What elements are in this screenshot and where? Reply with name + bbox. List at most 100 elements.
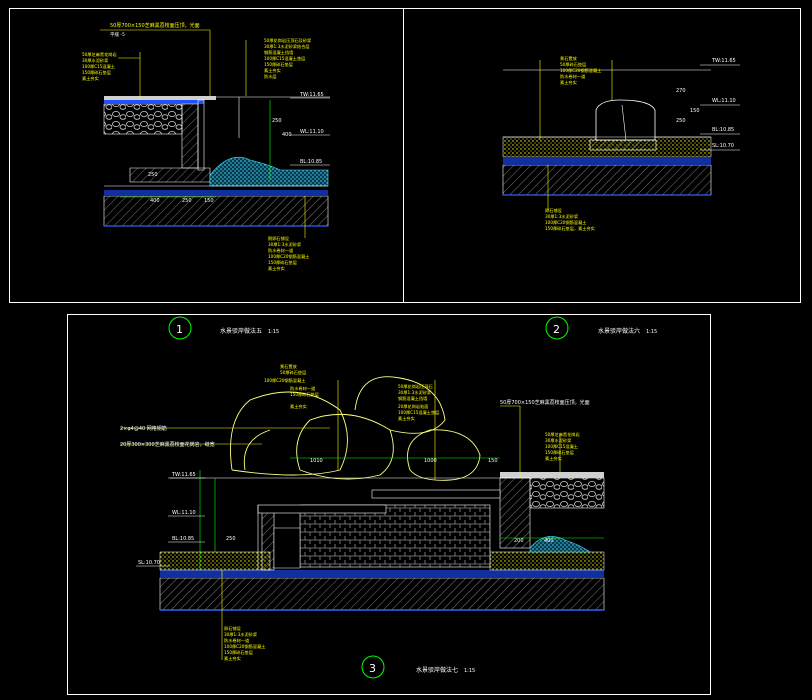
d1-dim-150: 150	[204, 198, 214, 204]
svg-text:景石置放: 景石置放	[560, 55, 578, 62]
section-drawing-1: 50厚花岗岩压顶石及砂浆 30厚1:3水泥砂浆结合层 钢筋混凝土挡墙 100厚C…	[82, 22, 330, 272]
svg-text:30厚1:3水泥砂浆: 30厚1:3水泥砂浆	[224, 631, 258, 638]
svg-text:150厚碎石垫层: 150厚碎石垫层	[264, 61, 293, 68]
svg-text:100厚C20钢筋混凝土: 100厚C20钢筋混凝土	[224, 643, 265, 650]
d1-small-note: 平缝 -5	[110, 31, 125, 38]
drawing-3-title: 水景驳岸做法七	[416, 666, 458, 674]
svg-text:50厚花岗岩压顶石及砂浆: 50厚花岗岩压顶石及砂浆	[264, 37, 312, 44]
drawing-1-title-block: 1 水景驳岸做法五 1:15	[168, 316, 279, 340]
d3-dim-400: 400	[544, 538, 554, 544]
svg-text:30厚水泥砂浆: 30厚水泥砂浆	[82, 57, 109, 64]
d3-tw-label: TW:11.65	[171, 472, 196, 478]
svg-text:素土夯实: 素土夯实	[560, 79, 577, 86]
drawing-1-number: 1	[176, 323, 183, 336]
svg-text:30厚1:3水泥砂浆: 30厚1:3水泥砂浆	[398, 389, 432, 396]
svg-text:100厚C20钢筋混凝土: 100厚C20钢筋混凝土	[268, 253, 309, 260]
svg-text:防水卷材一道: 防水卷材一道	[290, 385, 316, 392]
svg-text:50厚芝麻黑花岗岩: 50厚芝麻黑花岗岩	[545, 431, 580, 438]
drawing-3-title-block: 3 水景驳岸做法七 1:15	[361, 655, 475, 679]
drawing-3-scale: 1:15	[464, 668, 475, 674]
svg-text:30厚水泥砂浆: 30厚水泥砂浆	[545, 437, 572, 444]
svg-text:150厚碎石垫层: 150厚碎石垫层	[545, 449, 574, 456]
svg-text:100厚C15混凝土: 100厚C15混凝土	[545, 443, 578, 450]
d3-bl-label: BL:10.85	[172, 536, 194, 542]
svg-text:鹅卵石铺设: 鹅卵石铺设	[268, 235, 290, 242]
d2-dim-150: 150	[690, 108, 700, 114]
drawing-2-number: 2	[553, 323, 560, 336]
d2-dim-270: 270	[676, 88, 686, 94]
svg-text:150厚碎石垫层: 150厚碎石垫层	[82, 69, 111, 76]
d3-note-a: 2×φ4@40 网格钢筋	[120, 425, 167, 432]
d2-wl-label: WL:11.10	[712, 98, 736, 104]
drawing-1-title: 水景驳岸做法五	[220, 327, 262, 335]
svg-text:素土夯实: 素土夯实	[268, 265, 285, 272]
d3-note-c: 50厚700×150芝麻黑荔枝面压顶，光面	[500, 399, 590, 406]
svg-text:50厚碎石垫层: 50厚碎石垫层	[560, 61, 586, 68]
d3-wl-label: WL:11.10	[172, 510, 196, 516]
drawing-3-number: 3	[369, 662, 376, 675]
svg-text:150厚碎石垫层，素土夯实: 150厚碎石垫层，素土夯实	[545, 225, 595, 232]
d2-tw-label: TW:11.65	[711, 58, 736, 64]
drawing-2-title-block: 2 水景驳岸做法六 1:15	[545, 316, 657, 340]
d1-cap-note: 50厚700×150芝麻黑荔枝面压顶，光面	[110, 22, 200, 29]
svg-text:卵石铺设: 卵石铺设	[224, 625, 242, 632]
d3-dim-150: 150	[488, 458, 498, 464]
d1-dim-400v: 400	[282, 132, 292, 138]
frame-1	[9, 8, 404, 303]
svg-text:100厚C20钢筋混凝土: 100厚C20钢筋混凝土	[560, 67, 601, 74]
svg-text:防水卷材一道: 防水卷材一道	[268, 247, 294, 254]
svg-text:素土夯实: 素土夯实	[224, 655, 241, 662]
svg-text:100厚C15混凝土: 100厚C15混凝土	[82, 63, 115, 70]
d3-note-b: 20厚300×300芝麻黑荔枝面花岗岩，缝宽	[120, 441, 215, 448]
svg-text:100厚C20钢筋混凝土: 100厚C20钢筋混凝土	[545, 219, 586, 226]
d1-dim-250: 250	[182, 198, 192, 204]
svg-text:100厚C20钢筋混凝土: 100厚C20钢筋混凝土	[264, 377, 305, 384]
svg-text:卵石铺设: 卵石铺设	[545, 207, 563, 214]
d1-bl-label: BL:10.85	[300, 159, 322, 165]
svg-text:素土夯实: 素土夯实	[290, 403, 307, 410]
svg-text:景石置放: 景石置放	[280, 363, 298, 370]
d1-wl-label: WL:11.10	[300, 129, 324, 135]
svg-text:钢筋混凝土挡墙: 钢筋混凝土挡墙	[398, 395, 427, 402]
svg-text:50厚花岗岩压顶石: 50厚花岗岩压顶石	[398, 383, 433, 390]
svg-text:素土夯实: 素土夯实	[82, 75, 99, 82]
svg-text:防水层: 防水层	[264, 73, 277, 80]
svg-text:素土夯实: 素土夯实	[398, 415, 415, 422]
svg-text:30厚1:3水泥砂浆: 30厚1:3水泥砂浆	[545, 213, 579, 220]
d2-sl-label: SL:10.70	[712, 143, 734, 149]
svg-text:100厚C15混凝土垫层: 100厚C15混凝土垫层	[264, 55, 305, 62]
svg-text:100厚C15混凝土垫层: 100厚C15混凝土垫层	[398, 409, 439, 416]
d1-dim-250v: 250	[272, 118, 282, 124]
d3-dim-1010: 1010	[310, 458, 323, 464]
svg-text:素土夯实: 素土夯实	[264, 67, 281, 74]
svg-text:30厚1:3水泥砂浆: 30厚1:3水泥砂浆	[268, 241, 302, 248]
svg-text:50厚碎石垫层: 50厚碎石垫层	[280, 369, 306, 376]
svg-text:防水卷材一道: 防水卷材一道	[560, 73, 586, 80]
svg-text:30厚1:3水泥砂浆结合层: 30厚1:3水泥砂浆结合层	[264, 43, 310, 50]
svg-text:150厚碎石垫层: 150厚碎石垫层	[224, 649, 253, 656]
d2-dim-250: 250	[676, 118, 686, 124]
boulder-d2	[595, 99, 656, 141]
drawing-2-title: 水景驳岸做法六	[598, 327, 640, 335]
d1-dim-250b: 250	[148, 172, 158, 178]
d1-tw-label: TW:11.65	[299, 92, 324, 98]
section-drawing-2: 景石置放 50厚碎石垫层 100厚C20钢筋混凝土 防水卷材一道 素土夯实 卵石…	[502, 55, 740, 232]
d3-dim-200: 200	[514, 538, 524, 544]
d1-dim-400: 400	[150, 198, 160, 204]
drawing-2-scale: 1:15	[646, 329, 657, 335]
drawing-1-scale: 1:15	[268, 329, 279, 335]
svg-text:钢筋混凝土挡墙: 钢筋混凝土挡墙	[264, 49, 293, 56]
brick-panel	[299, 504, 491, 568]
d3-dim-1000: 1000	[424, 458, 437, 464]
boulders	[230, 376, 481, 481]
svg-text:20厚花岗岩贴面: 20厚花岗岩贴面	[398, 403, 428, 410]
frame-3	[67, 314, 711, 695]
svg-text:150厚碎石垫层: 150厚碎石垫层	[268, 259, 297, 266]
d3-sl-label: SL:10.70	[138, 560, 160, 566]
svg-text:素土夯实: 素土夯实	[545, 455, 562, 462]
d2-bl-label: BL:10.85	[712, 127, 734, 133]
d3-dim-250: 250	[226, 536, 236, 542]
frame-2	[403, 8, 801, 303]
svg-text:防水卷材一道: 防水卷材一道	[224, 637, 250, 644]
